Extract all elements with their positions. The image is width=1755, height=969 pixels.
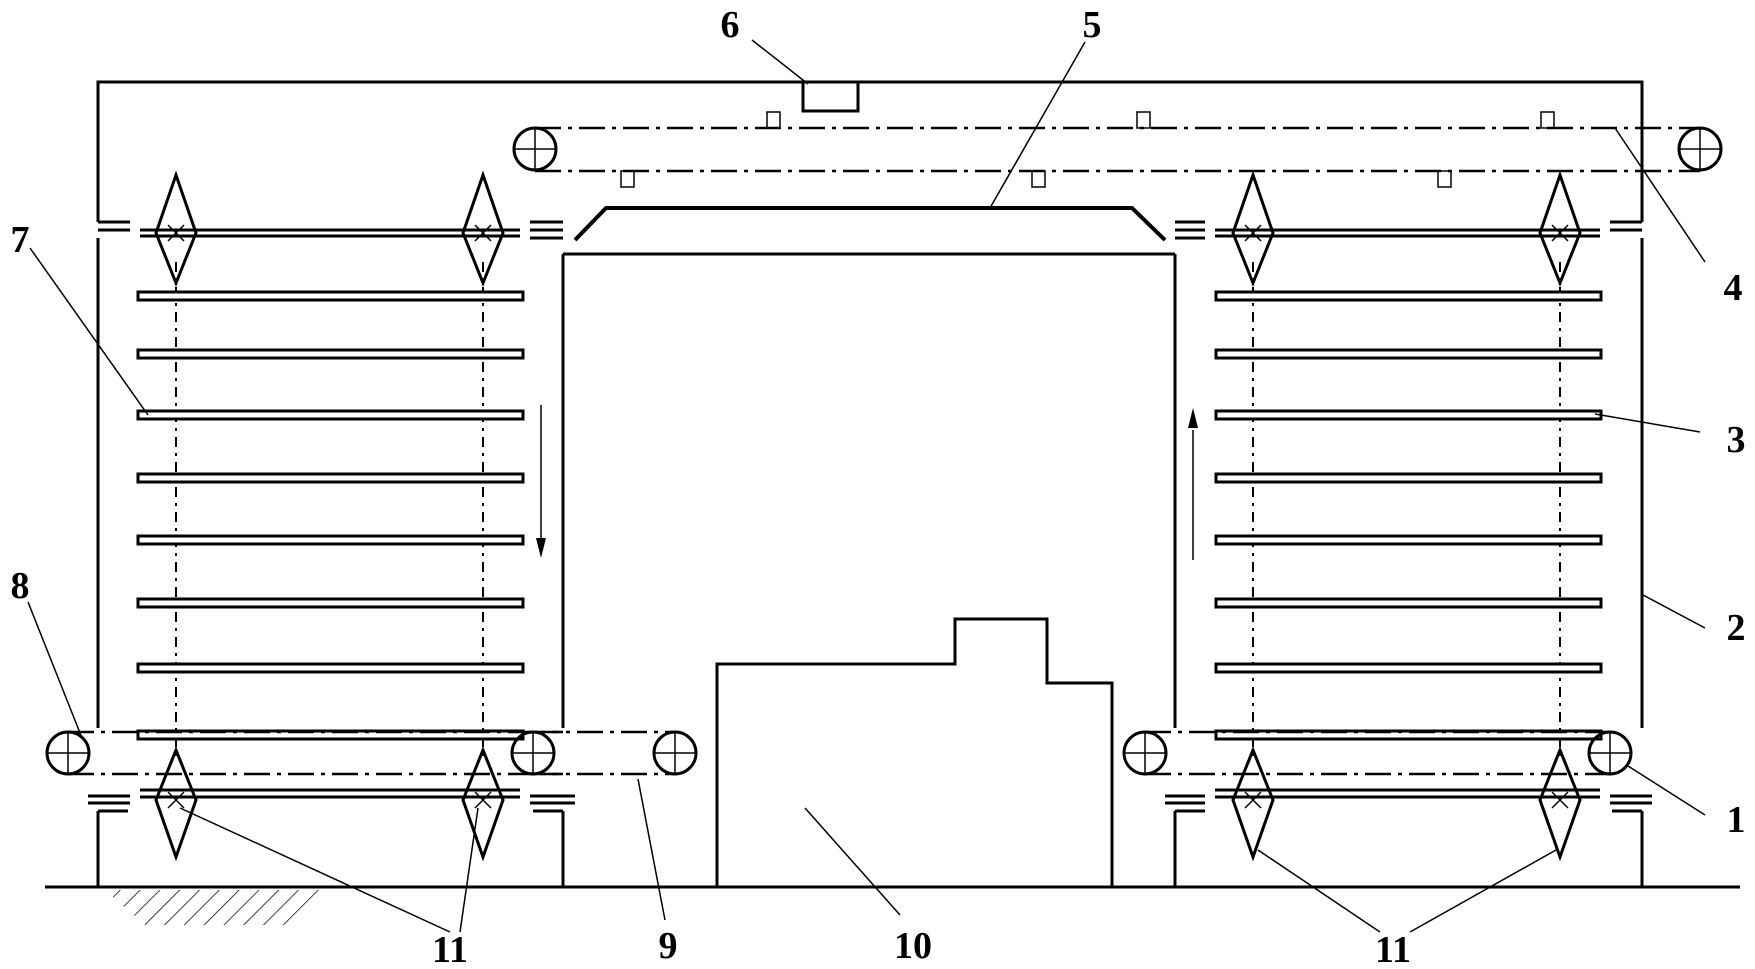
leader-line-5: [989, 41, 1086, 209]
roller-icon: [652, 730, 698, 776]
tray-shelf: [1214, 409, 1603, 421]
left-tower: [45, 170, 575, 887]
sprocket-icon: [154, 170, 198, 288]
tray-shelf: [1214, 534, 1603, 546]
leader-line-11-left-a: [179, 807, 451, 933]
top-conveyor: [512, 111, 1723, 188]
transfer-plate: [573, 206, 1167, 242]
tray-shelf: [136, 348, 525, 360]
chain-lug: [1136, 111, 1151, 129]
roller-icon: [1122, 730, 1168, 776]
sprocket-icon: [154, 745, 198, 862]
tray-shelf: [136, 290, 525, 302]
label-10: 10: [894, 925, 932, 967]
roller-icon: [1587, 730, 1633, 776]
sprocket-icon: [461, 170, 505, 288]
label-2: 2: [1727, 607, 1746, 649]
label-5: 5: [1083, 4, 1102, 46]
leader-line-2: [1642, 594, 1706, 629]
leader-line-11-left-b: [459, 807, 479, 933]
sprocket-icon: [1231, 745, 1275, 862]
sensor-box: [801, 80, 860, 113]
leader-line-3: [1594, 413, 1701, 433]
machine-block: [715, 617, 1114, 887]
chain-lug: [766, 111, 781, 129]
label-4: 4: [1724, 267, 1743, 309]
sprocket-icon: [1538, 170, 1582, 288]
roller-icon: [510, 730, 556, 776]
tray-shelf: [1214, 472, 1603, 484]
chain-lug: [1540, 111, 1555, 129]
sprocket-icon: [1538, 745, 1582, 862]
leader-line-11-right-b: [1409, 849, 1557, 933]
middle-conveyor: [510, 730, 698, 776]
label-1: 1: [1727, 799, 1746, 841]
leader-line-6: [751, 39, 809, 85]
tray-shelf: [1214, 662, 1603, 674]
leader-line-7: [29, 247, 149, 416]
tray-shelf: [136, 662, 525, 674]
leader-line-9: [637, 778, 666, 921]
leader-line-1: [1627, 765, 1706, 816]
tray-shelf: [1214, 597, 1603, 609]
chain-lug: [1031, 170, 1046, 188]
right-tower: [1122, 170, 1652, 887]
leader-line-11-right-a: [1257, 849, 1381, 933]
tray-shelf: [136, 534, 525, 546]
label-11-right: 11: [1375, 929, 1411, 969]
arrow-up-icon: [1188, 408, 1198, 560]
leader-line-8: [27, 601, 83, 739]
tray-shelf: [136, 409, 525, 421]
label-9: 9: [659, 925, 678, 967]
chain-lug: [620, 170, 635, 188]
label-6: 6: [721, 4, 740, 46]
label-8: 8: [11, 565, 30, 607]
tray-shelf: [136, 597, 525, 609]
leader-line-4: [1614, 127, 1706, 263]
roller-icon: [512, 126, 558, 172]
ground-hatch: [105, 890, 320, 925]
roller-icon: [45, 730, 91, 776]
label-7: 7: [11, 219, 30, 261]
tray-shelf: [136, 472, 525, 484]
arrow-down-icon: [536, 405, 546, 558]
top-frame: [96, 80, 1644, 222]
sprocket-icon: [461, 745, 505, 862]
chain-lug: [1437, 170, 1452, 188]
label-3: 3: [1727, 419, 1746, 461]
sprocket-icon: [1231, 170, 1275, 288]
tray-shelf: [1214, 290, 1603, 302]
tray-shelf: [1214, 348, 1603, 360]
leader-line-10: [804, 807, 901, 916]
label-11-left: 11: [432, 929, 468, 969]
roller-icon: [1677, 126, 1723, 172]
